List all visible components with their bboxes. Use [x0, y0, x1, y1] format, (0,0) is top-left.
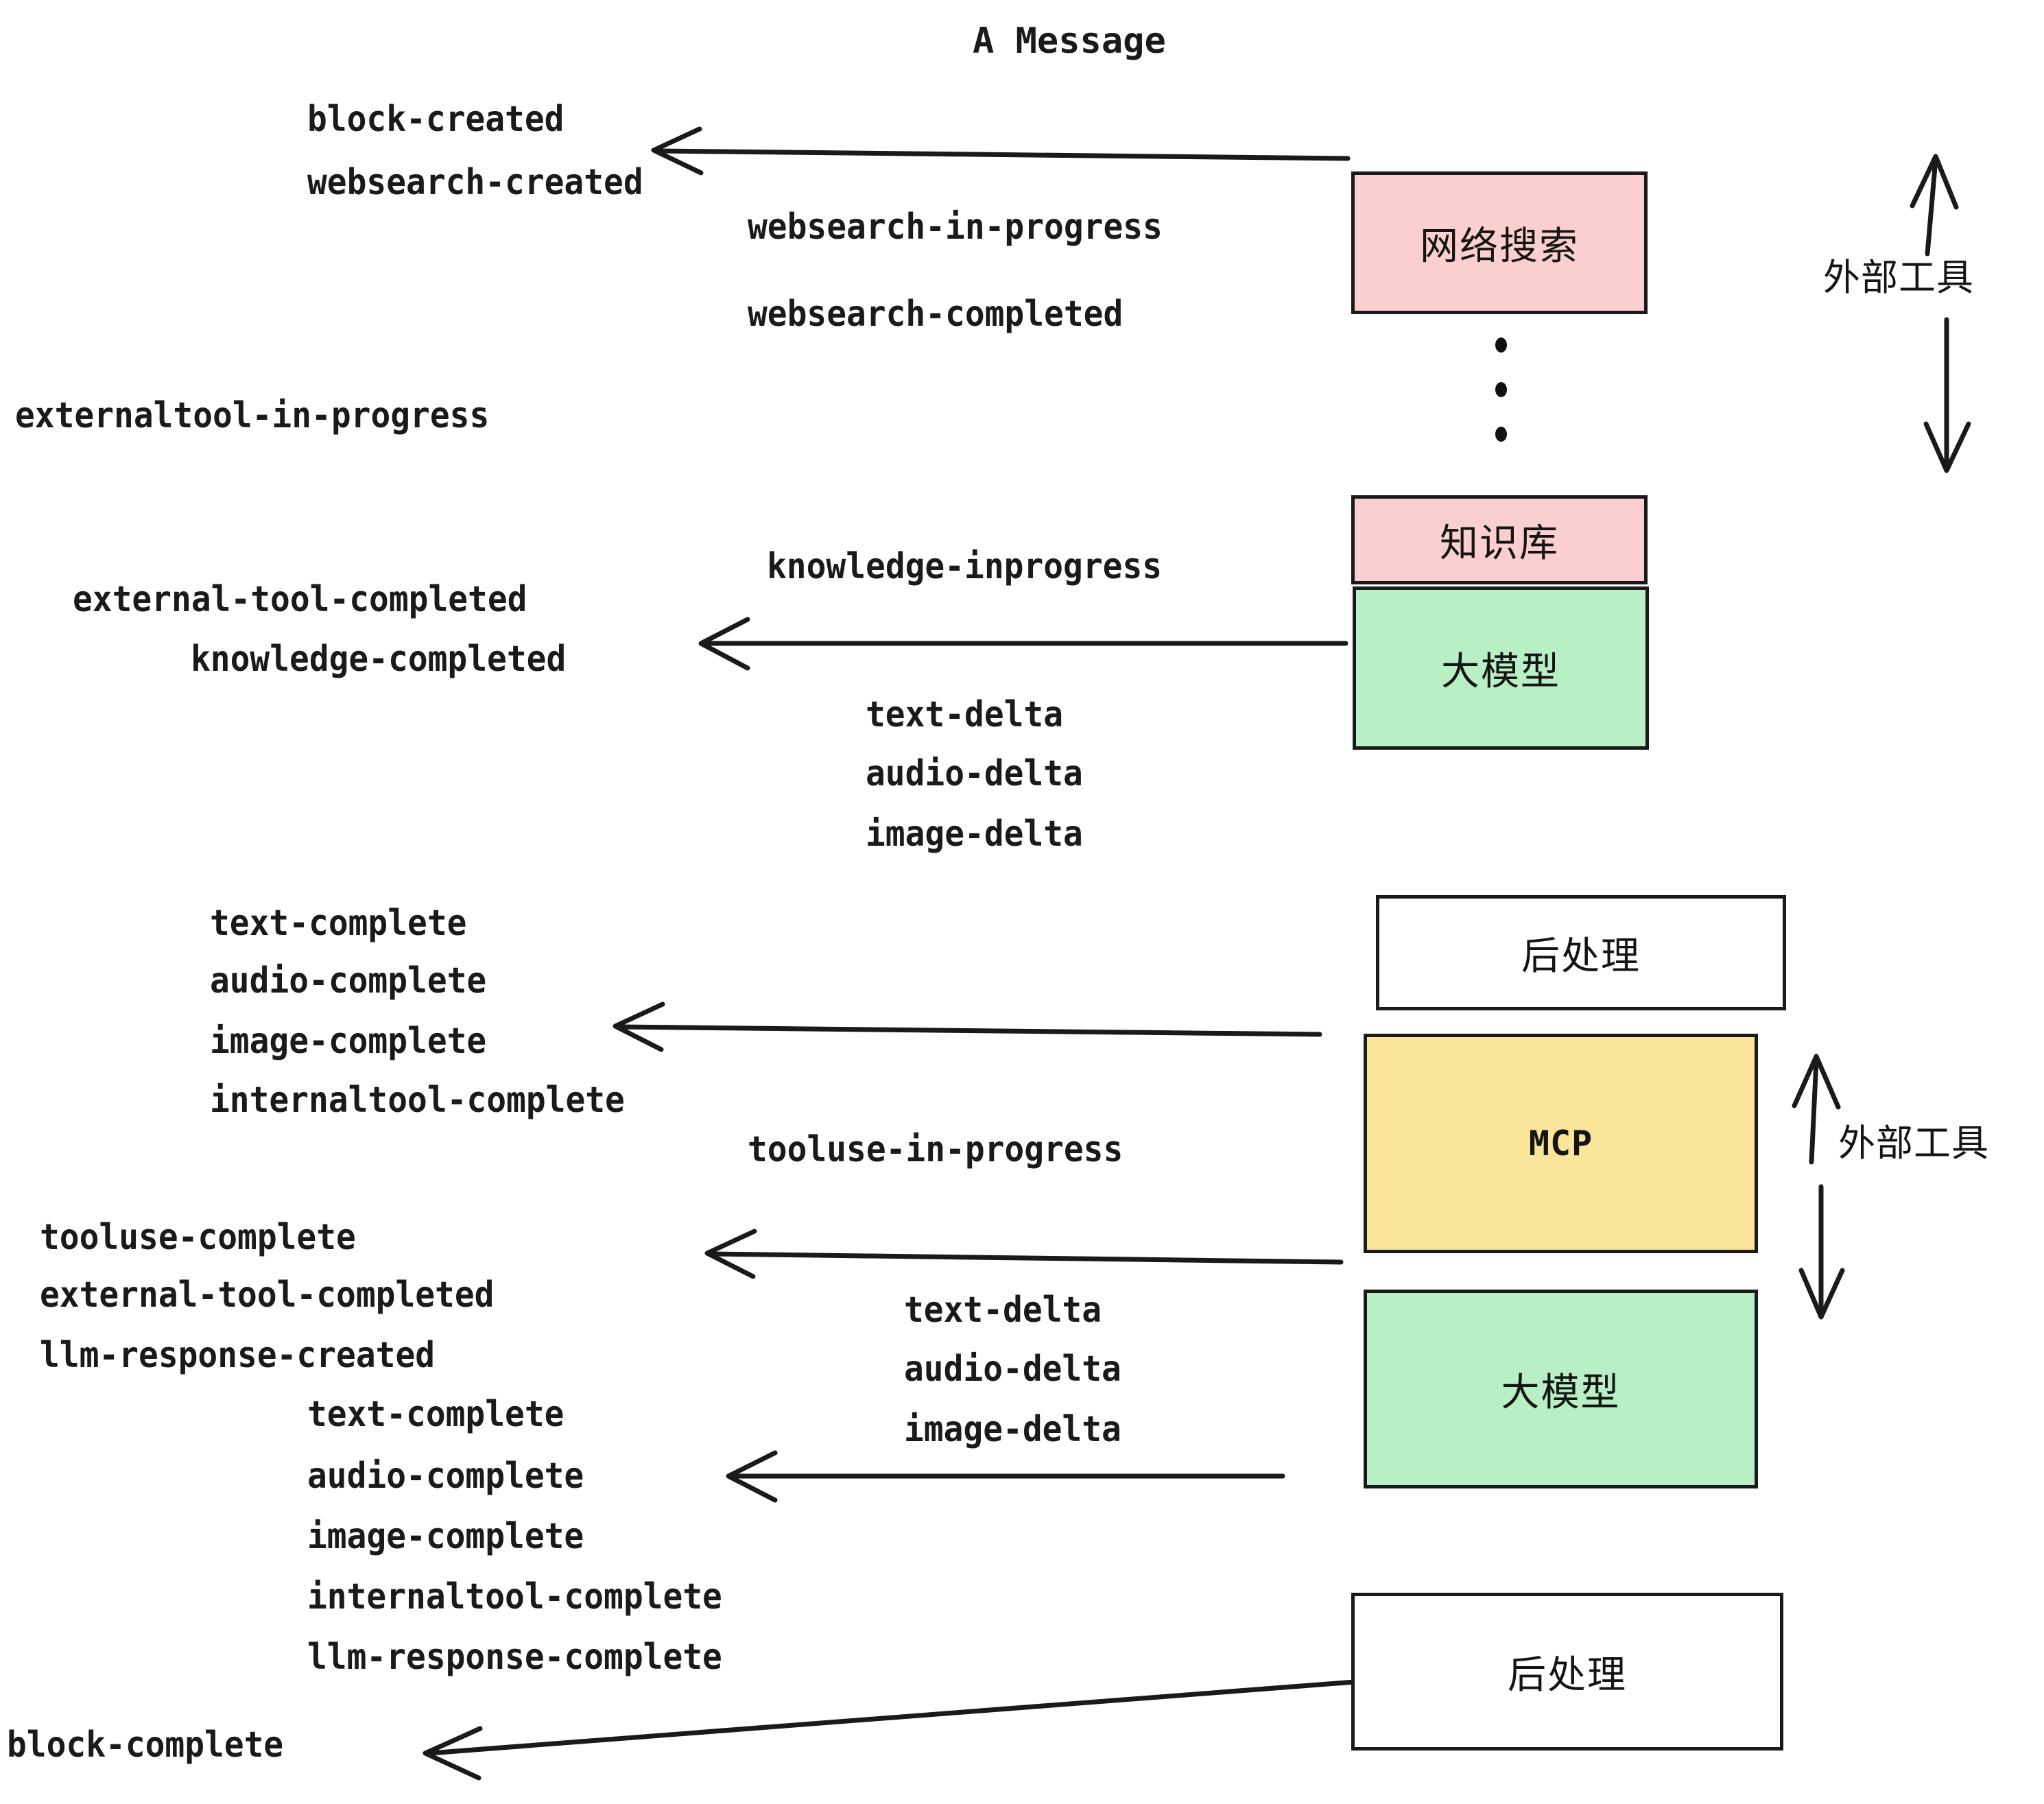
event-knowledge-inprogress: knowledge-inprogress [767, 546, 1163, 587]
event-text-delta-1: text-delta [866, 694, 1064, 735]
event-external-tool-completed-2: external-tool-completed [40, 1274, 495, 1316]
event-image-delta-2: image-delta [904, 1409, 1121, 1450]
event-image-complete-2: image-complete [307, 1516, 584, 1557]
event-block-created: block-created [307, 99, 565, 140]
event-text-complete-2: text-complete [307, 1394, 565, 1435]
event-audio-complete-1: audio-complete [210, 960, 487, 1001]
node-postprocess-2[interactable]: 后处理 [1351, 1593, 1783, 1750]
event-audio-complete-2: audio-complete [307, 1456, 584, 1497]
event-external-tool-completed-1: external-tool-completed [73, 579, 527, 620]
node-mcp-label: MCP [1528, 1124, 1593, 1163]
external-tool-scope-down-bottom [1798, 1184, 1845, 1320]
arrow-knowledge-to-events [698, 617, 1348, 671]
arrow-postprocess-to-events [613, 1001, 1322, 1052]
event-text-delta-2: text-delta [904, 1290, 1102, 1331]
vertical-ellipsis-icon [1494, 337, 1508, 442]
node-knowledge-label: 知识库 [1440, 521, 1559, 565]
event-text-complete-1: text-complete [210, 903, 467, 944]
side-label-external-tools-top: 外部工具 [1823, 257, 1974, 298]
page-title: A Message [973, 21, 1166, 62]
arrow-llm2-to-events [726, 1450, 1285, 1503]
node-llm-1-label: 大模型 [1441, 649, 1560, 693]
event-llm-response-complete: llm-response-complete [307, 1637, 722, 1678]
node-postprocess-2-label: 后处理 [1508, 1652, 1627, 1696]
node-knowledge[interactable]: 知识库 [1351, 495, 1648, 584]
event-websearch-completed: websearch-completed [748, 294, 1124, 335]
arrow-websearch-to-events [651, 126, 1351, 176]
event-llm-response-created: llm-response-created [40, 1335, 436, 1376]
node-llm-2-label: 大模型 [1501, 1370, 1621, 1414]
arrow-postprocess2-to-block [423, 1679, 1357, 1781]
node-llm-2[interactable]: 大模型 [1364, 1290, 1758, 1488]
event-internaltool-complete-1: internaltool-complete [210, 1080, 625, 1121]
node-websearch[interactable]: 网络搜索 [1351, 171, 1648, 314]
event-tooluse-in-progress: tooluse-in-progress [748, 1129, 1124, 1170]
event-websearch-created: websearch-created [307, 162, 643, 203]
external-tool-scope-down-top [1923, 317, 1971, 473]
event-audio-delta-2: audio-delta [904, 1349, 1121, 1390]
node-websearch-label: 网络搜索 [1420, 224, 1579, 268]
arrow-mcp-to-events [704, 1229, 1344, 1279]
node-postprocess-1-label: 后处理 [1521, 934, 1641, 977]
node-llm-1[interactable]: 大模型 [1353, 586, 1649, 750]
external-tool-scope-up-bottom [1792, 1054, 1841, 1165]
event-image-delta-1: image-delta [866, 814, 1083, 855]
side-label-external-tools-bottom: 外部工具 [1838, 1123, 1989, 1164]
external-tool-scope-up-top [1910, 154, 1959, 257]
event-knowledge-completed: knowledge-completed [191, 639, 567, 680]
node-postprocess-1[interactable]: 后处理 [1376, 895, 1786, 1010]
event-tooluse-complete: tooluse-complete [40, 1217, 356, 1258]
event-websearch-in-progress: websearch-in-progress [748, 206, 1163, 248]
event-internaltool-complete-2: internaltool-complete [307, 1576, 722, 1617]
event-block-complete: block-complete [7, 1724, 284, 1766]
event-externaltool-in-progress: externaltool-in-progress [15, 395, 490, 436]
event-audio-delta-1: audio-delta [866, 753, 1083, 794]
event-image-complete-1: image-complete [210, 1021, 487, 1062]
node-mcp[interactable]: MCP [1364, 1034, 1758, 1253]
